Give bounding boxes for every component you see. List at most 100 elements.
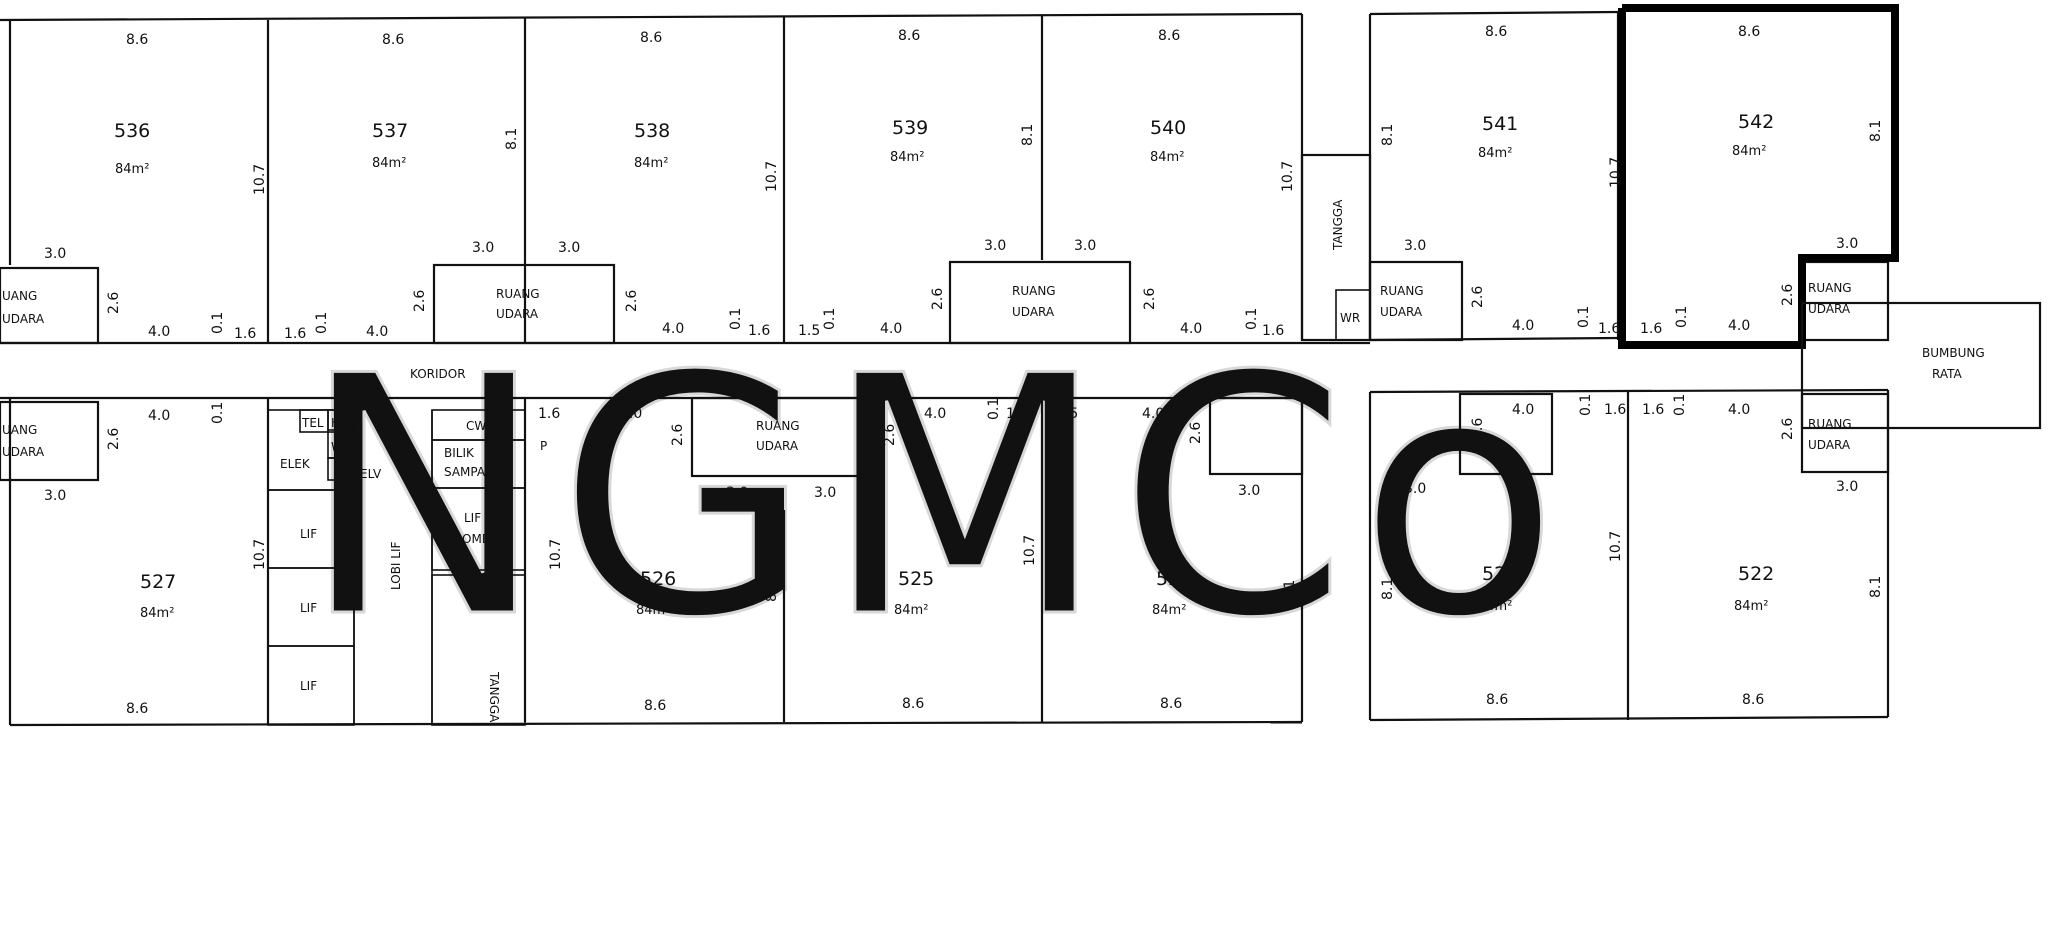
core-labels: TEL HR WR ELEK ELV LIF LIF LIF LOBI LIF … bbox=[280, 416, 547, 723]
svg-text:4.0: 4.0 bbox=[1180, 321, 1202, 337]
svg-text:0.1: 0.1 bbox=[1672, 394, 1688, 416]
unit-540: 8.6 540 84m² bbox=[1150, 28, 1186, 165]
svg-text:UANG: UANG bbox=[2, 423, 37, 437]
svg-text:84m²: 84m² bbox=[115, 162, 149, 177]
svg-text:3.0: 3.0 bbox=[44, 488, 66, 504]
svg-text:LIF: LIF bbox=[300, 527, 317, 541]
svg-text:TEL: TEL bbox=[301, 416, 324, 430]
unit-526: 526 84m² 8.6 bbox=[636, 568, 676, 714]
svg-text:RUANG: RUANG bbox=[1808, 281, 1852, 295]
unit-522: 522 84m² 8.6 bbox=[1734, 563, 1774, 708]
svg-text:2.6: 2.6 bbox=[624, 290, 640, 312]
svg-text:RUANG: RUANG bbox=[756, 419, 800, 433]
svg-text:538: 538 bbox=[634, 120, 670, 142]
svg-text:8.1: 8.1 bbox=[1020, 124, 1036, 146]
svg-text:10.7: 10.7 bbox=[1608, 531, 1624, 562]
svg-text:8.1: 8.1 bbox=[1868, 576, 1884, 598]
svg-text:536: 536 bbox=[114, 120, 150, 142]
svg-text:ELEK: ELEK bbox=[280, 457, 311, 471]
svg-text:0.1: 0.1 bbox=[314, 312, 330, 334]
svg-text:0.1: 0.1 bbox=[1576, 306, 1592, 328]
svg-text:UDARA: UDARA bbox=[1808, 438, 1851, 452]
svg-text:HR: HR bbox=[331, 416, 348, 430]
svg-text:0.1: 0.1 bbox=[210, 312, 226, 334]
svg-text:RUANG: RUANG bbox=[1012, 284, 1056, 298]
svg-text:1.6: 1.6 bbox=[284, 326, 306, 342]
svg-text:10.7: 10.7 bbox=[1280, 161, 1296, 192]
svg-text:4.0: 4.0 bbox=[148, 408, 170, 424]
svg-text:UDARA: UDARA bbox=[756, 439, 799, 453]
svg-text:3.0: 3.0 bbox=[44, 246, 66, 262]
svg-text:RUANG: RUANG bbox=[1808, 417, 1852, 431]
svg-text:10.7: 10.7 bbox=[764, 161, 780, 192]
lower-row-walls bbox=[0, 388, 1890, 727]
svg-text:P: P bbox=[540, 439, 547, 453]
svg-text:UDARA: UDARA bbox=[2, 445, 45, 459]
svg-text:8.6: 8.6 bbox=[640, 30, 662, 46]
svg-text:4.0: 4.0 bbox=[1142, 406, 1164, 422]
svg-text:8.6: 8.6 bbox=[644, 698, 666, 714]
svg-text:4.0: 4.0 bbox=[148, 324, 170, 340]
svg-text:8.1: 8.1 bbox=[1282, 580, 1298, 602]
svg-text:4.0: 4.0 bbox=[1728, 318, 1750, 334]
svg-text:522: 522 bbox=[1738, 563, 1774, 585]
svg-text:UDARA: UDARA bbox=[496, 307, 539, 321]
svg-text:CW: CW bbox=[466, 419, 486, 433]
svg-text:4.0: 4.0 bbox=[1512, 318, 1534, 334]
svg-text:UDARA: UDARA bbox=[2, 312, 45, 326]
stair-label-upper: TANGGA bbox=[1331, 199, 1345, 251]
svg-text:1.6: 1.6 bbox=[1640, 321, 1662, 337]
svg-text:8.6: 8.6 bbox=[1485, 24, 1507, 40]
svg-text:4.0: 4.0 bbox=[366, 324, 388, 340]
svg-text:1.6: 1.6 bbox=[1642, 402, 1664, 418]
unit-539: 8.6 539 84m² bbox=[890, 28, 928, 165]
svg-text:84m²: 84m² bbox=[636, 603, 670, 618]
svg-text:8.6: 8.6 bbox=[382, 32, 404, 48]
svg-text:8.6: 8.6 bbox=[126, 32, 148, 48]
unit-542: 8.6 542 84m² bbox=[1732, 24, 1774, 159]
unit-525: 525 84m² 8.6 bbox=[894, 568, 934, 712]
unit-537: 8.6 537 84m² bbox=[372, 32, 408, 171]
unit-542-highlight bbox=[1618, 4, 1899, 349]
svg-text:0.1: 0.1 bbox=[210, 402, 226, 424]
svg-text:10.7: 10.7 bbox=[1608, 157, 1624, 188]
upper-row-walls bbox=[0, 10, 1620, 345]
svg-text:8.1: 8.1 bbox=[1380, 578, 1396, 600]
svg-text:3.0: 3.0 bbox=[1074, 238, 1096, 254]
svg-text:3.0: 3.0 bbox=[984, 238, 1006, 254]
svg-text:UDARA: UDARA bbox=[1808, 302, 1851, 316]
svg-text:4.0: 4.0 bbox=[880, 321, 902, 337]
svg-text:84m²: 84m² bbox=[1150, 150, 1184, 165]
svg-text:2.6: 2.6 bbox=[1470, 418, 1486, 440]
svg-text:1.6: 1.6 bbox=[538, 406, 560, 422]
upper-dimensions: 3.0 3.0 3.0 3.0 3.0 3.0 3.0 4.0 4.0 4.0 … bbox=[44, 120, 1884, 342]
svg-text:1.6: 1.6 bbox=[1262, 323, 1284, 339]
svg-text:3.0: 3.0 bbox=[1238, 483, 1260, 499]
svg-text:527: 527 bbox=[140, 571, 176, 593]
svg-text:8.1: 8.1 bbox=[1868, 120, 1884, 142]
svg-text:3.0: 3.0 bbox=[1404, 238, 1426, 254]
svg-text:2.6: 2.6 bbox=[930, 288, 946, 310]
svg-text:SAMPAH: SAMPAH bbox=[444, 465, 494, 479]
svg-text:4.0: 4.0 bbox=[1512, 402, 1534, 418]
svg-text:8.6: 8.6 bbox=[1742, 692, 1764, 708]
svg-text:2.6: 2.6 bbox=[1188, 422, 1204, 444]
unit-541: 8.6 541 84m² bbox=[1478, 24, 1518, 161]
svg-text:8.1: 8.1 bbox=[1380, 124, 1396, 146]
svg-text:8.1: 8.1 bbox=[764, 580, 780, 602]
svg-text:84m²: 84m² bbox=[1732, 144, 1766, 159]
svg-text:8.6: 8.6 bbox=[1160, 696, 1182, 712]
svg-text:UDARA: UDARA bbox=[1012, 305, 1055, 319]
svg-text:3.0: 3.0 bbox=[472, 240, 494, 256]
svg-text:RUANG: RUANG bbox=[1380, 284, 1424, 298]
lower-dimensions: 3.0 3.0 3.0 3.0 3.0 3.0 4.0 4.0 4.0 4.0 … bbox=[44, 394, 1884, 602]
flat-roof-label-1: BUMBUNG bbox=[1922, 346, 1985, 360]
svg-text:0.1: 0.1 bbox=[822, 308, 838, 330]
svg-text:3.0: 3.0 bbox=[558, 240, 580, 256]
flat-roof bbox=[1800, 301, 2042, 430]
unit-536: 8.6 536 84m² bbox=[114, 32, 150, 177]
svg-text:LOBI LIF: LOBI LIF bbox=[389, 541, 403, 590]
svg-text:ELV: ELV bbox=[360, 467, 382, 481]
svg-text:4.0: 4.0 bbox=[662, 321, 684, 337]
svg-text:2.6: 2.6 bbox=[670, 424, 686, 446]
